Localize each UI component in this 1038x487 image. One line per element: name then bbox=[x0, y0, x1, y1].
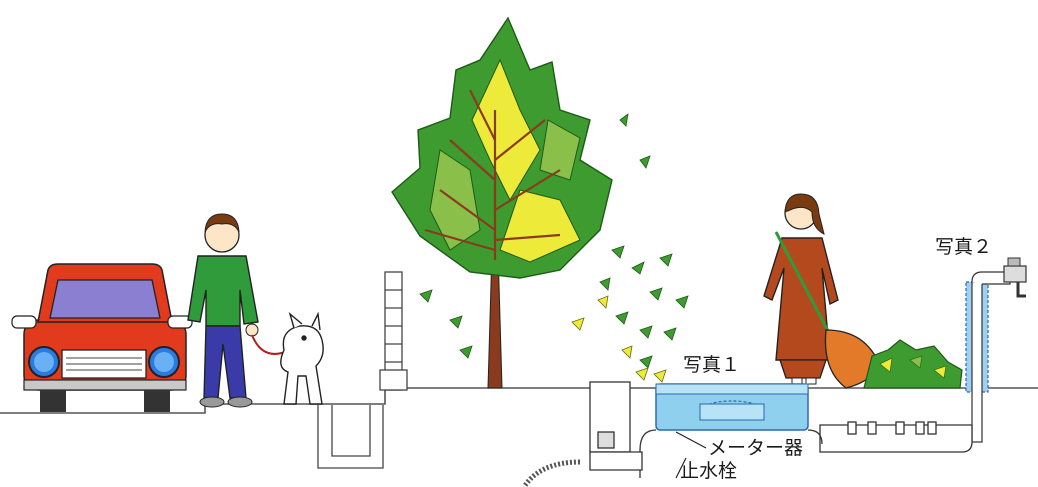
dog-illustration bbox=[281, 314, 323, 404]
meter-label: メーター器 bbox=[708, 439, 803, 458]
flexible-hose bbox=[524, 462, 580, 487]
faucet-riser bbox=[966, 272, 1010, 442]
boundary-post bbox=[380, 272, 407, 390]
woman-sweeping-illustration bbox=[764, 194, 880, 388]
leaf-pile-illustration bbox=[864, 340, 962, 388]
photo-1-label: 写真１ bbox=[683, 356, 740, 375]
tree-illustration bbox=[392, 18, 688, 388]
stopcock-valve bbox=[590, 382, 642, 470]
stopcock-label: 止水栓 bbox=[680, 462, 737, 481]
car-illustration bbox=[12, 264, 192, 412]
gutter-ditch bbox=[318, 405, 383, 468]
photo-2-label: 写真２ bbox=[935, 238, 992, 257]
service-pipe bbox=[820, 422, 972, 452]
faucet-icon bbox=[1004, 258, 1026, 296]
